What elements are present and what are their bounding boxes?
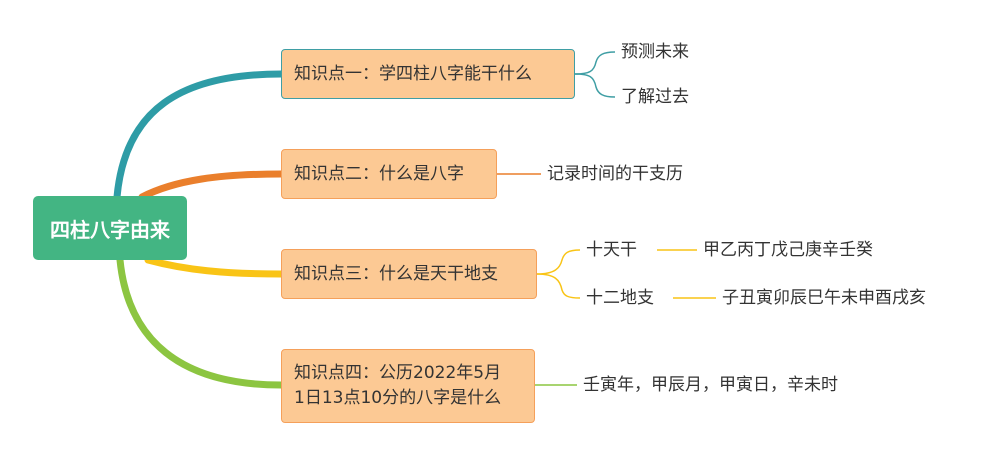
topic-4-label-line1: 知识点四：公历2022年5月 <box>294 363 502 383</box>
topic-3-label: 知识点三：什么是天干地支 <box>294 263 498 284</box>
topic3-bracket-lower <box>536 273 581 299</box>
topic-3[interactable]: 知识点三：什么是天干地支 <box>281 249 537 299</box>
topic1-bracket-lower <box>574 73 616 98</box>
topic-1-child-2[interactable]: 了解过去 <box>621 87 689 107</box>
root-topic[interactable]: 四柱八字由来 <box>33 196 187 260</box>
topic-3-child-2[interactable]: 十二地支 <box>586 288 654 308</box>
topic-4-label-line2: 1日13点10分的八字是什么 <box>294 388 502 408</box>
branch-2-connector <box>138 170 285 201</box>
topic-3-child-2-detail[interactable]: 子丑寅卯辰巳午未申酉戌亥 <box>722 288 926 308</box>
topic-4-child-1[interactable]: 壬寅年，甲辰月，甲寅日，辛未时 <box>583 375 838 395</box>
branch-4-connector <box>116 256 285 389</box>
topic-2-label: 知识点二：什么是八字 <box>294 163 464 184</box>
branch-1-connector <box>113 70 285 201</box>
topic3-bracket-upper <box>536 249 581 275</box>
topic-1-label: 知识点一：学四柱八字能干什么 <box>294 63 532 84</box>
topic-4[interactable]: 知识点四：公历2022年5月 1日13点10分的八字是什么 <box>281 349 535 423</box>
branch-3-connector <box>144 256 285 278</box>
topic-2-child-1[interactable]: 记录时间的干支历 <box>547 164 683 184</box>
topic-1-child-1[interactable]: 预测未来 <box>621 42 689 62</box>
topic-2[interactable]: 知识点二：什么是八字 <box>281 149 497 199</box>
topic-1[interactable]: 知识点一：学四柱八字能干什么 <box>281 49 575 99</box>
topic-3-child-1[interactable]: 十天干 <box>586 240 637 260</box>
topic1-bracket <box>574 51 616 75</box>
topic-3-child-1-detail[interactable]: 甲乙丙丁戊己庚辛壬癸 <box>703 240 873 260</box>
